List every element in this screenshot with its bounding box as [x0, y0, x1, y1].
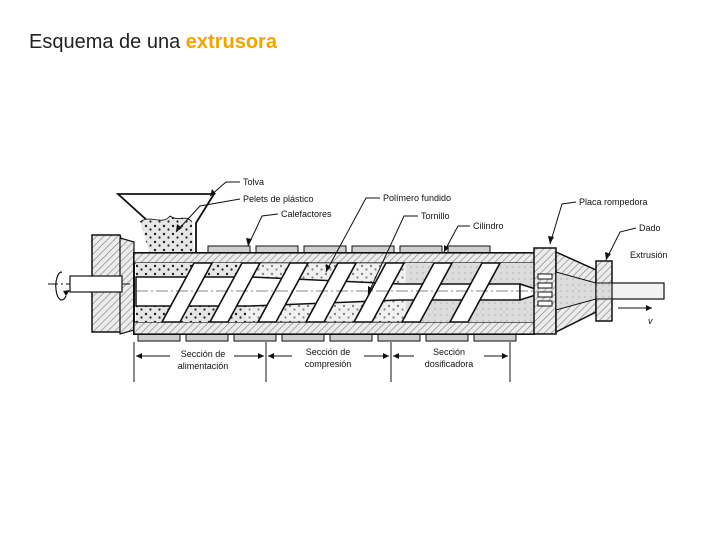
breaker-plate-and-die [533, 247, 665, 335]
label-dado: Dado [639, 223, 661, 233]
section-alimentacion-line2: alimentación [178, 361, 229, 371]
label-extrusion: Extrusión [630, 250, 668, 260]
leader-arrowheads [176, 189, 611, 294]
title-highlight: extrusora [185, 31, 277, 53]
slide-title: Esquema de una extrusora [29, 31, 277, 54]
velocity-arrow [618, 305, 652, 311]
screw [135, 262, 548, 323]
section-dosificadora-line1: Sección [433, 347, 465, 357]
leader-lines [175, 181, 637, 295]
label-calefactores: Calefactores [281, 209, 332, 219]
label-tolva: Tolva [243, 177, 264, 187]
drive-shaft [48, 271, 155, 301]
label-cilindro: Cilindro [473, 221, 504, 231]
section-compresion-line1: Sección de [306, 347, 351, 357]
section-dosificadora-line2: dosificadora [425, 359, 474, 369]
title-prefix: Esquema de una [29, 31, 181, 53]
section-compresion-line2: compresión [305, 359, 352, 369]
hopper [115, 193, 216, 255]
section-alimentacion-line1: Sección de [181, 349, 226, 359]
label-velocity: v [648, 316, 653, 326]
label-pelets: Pelets de plástico [243, 194, 314, 204]
section-arrowheads [136, 353, 508, 359]
label-placa: Placa rompedora [579, 197, 648, 207]
label-tornillo: Tornillo [421, 211, 450, 221]
label-polimero: Polímero fundido [383, 193, 451, 203]
